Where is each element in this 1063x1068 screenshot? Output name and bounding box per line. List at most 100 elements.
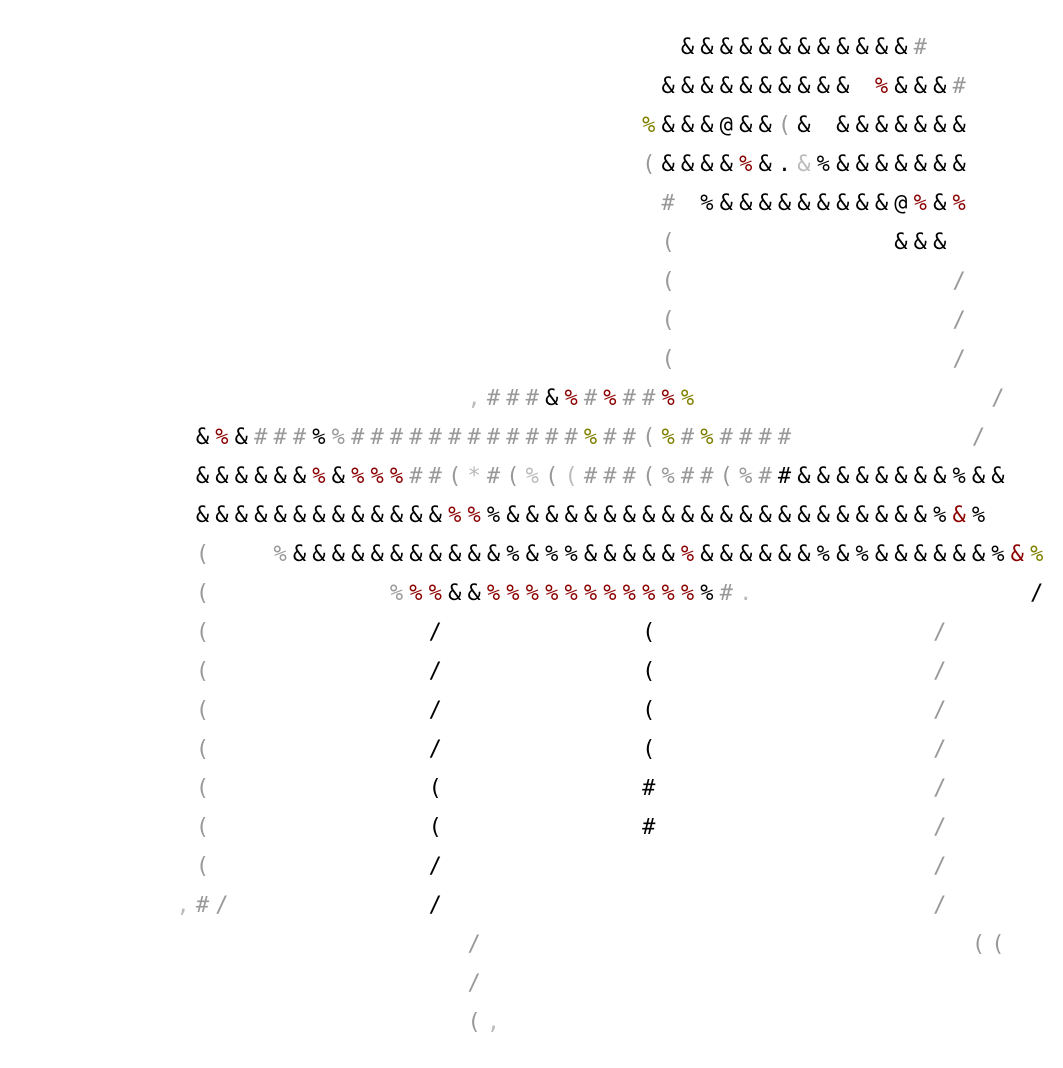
art-glyph: # (642, 776, 656, 801)
art-glyph: & (428, 542, 442, 567)
art-glyph: % (506, 581, 520, 606)
art-glyph: % (312, 464, 326, 489)
art-glyph: & (370, 542, 384, 567)
art-glyph: / (971, 425, 986, 450)
art-glyph: & (894, 230, 908, 255)
art-glyph: % (661, 581, 675, 606)
art-glyph: & (777, 542, 792, 567)
art-glyph: / (428, 698, 442, 723)
art-glyph: & (719, 35, 733, 60)
art-glyph: % (583, 425, 598, 450)
art-glyph: # (506, 425, 520, 450)
art-glyph: ( (661, 347, 675, 372)
art-glyph: & (855, 113, 869, 138)
art-glyph: & (894, 35, 908, 60)
art-glyph: % (351, 464, 365, 489)
art-glyph: % (680, 581, 695, 606)
art-glyph: % (816, 542, 830, 567)
art-glyph: % (409, 581, 423, 606)
art-glyph: / (933, 776, 947, 801)
art-glyph: & (234, 464, 248, 489)
art-glyph: & (409, 542, 423, 567)
art-glyph: & (836, 35, 850, 60)
art-glyph: & (583, 542, 598, 567)
art-glyph: & (700, 542, 714, 567)
art-glyph: ( (642, 737, 656, 762)
art-glyph: & (389, 503, 404, 528)
art-glyph: # (370, 425, 384, 450)
art-glyph: ( (642, 464, 656, 489)
art-glyph: & (894, 503, 908, 528)
art-glyph: & (1010, 542, 1024, 567)
art-glyph: % (603, 386, 617, 411)
art-glyph: & (855, 152, 869, 177)
art-glyph: & (700, 35, 714, 60)
art-glyph: / (428, 854, 442, 879)
art-glyph: & (836, 464, 850, 489)
art-glyph: # (389, 425, 404, 450)
art-glyph: # (622, 425, 636, 450)
art-glyph: ( (195, 737, 210, 762)
art-glyph: # (583, 464, 598, 489)
art-glyph: % (874, 74, 889, 99)
art-glyph: / (933, 620, 947, 645)
art-glyph: ( (661, 230, 675, 255)
art-glyph: % (486, 503, 501, 528)
art-glyph: & (564, 503, 578, 528)
art-glyph: & (254, 503, 268, 528)
art-glyph: % (933, 503, 947, 528)
art-glyph: ( (642, 659, 656, 684)
art-glyph: & (816, 191, 830, 216)
art-glyph: & (874, 35, 889, 60)
art-glyph: & (933, 152, 947, 177)
art-glyph: & (758, 503, 772, 528)
art-glyph: # (758, 425, 772, 450)
art-glyph: / (952, 269, 966, 294)
art-glyph: & (758, 35, 772, 60)
art-glyph: & (680, 35, 695, 60)
art-glyph: ( (777, 113, 792, 138)
art-glyph: & (661, 152, 675, 177)
art-glyph: % (739, 464, 753, 489)
art-glyph: & (952, 113, 966, 138)
art-glyph: % (331, 425, 345, 450)
art-glyph: & (933, 74, 947, 99)
art-glyph: % (389, 581, 404, 606)
art-glyph: % (389, 464, 404, 489)
art-glyph: & (234, 503, 248, 528)
art-glyph: % (370, 464, 384, 489)
art-glyph: & (292, 464, 307, 489)
art-glyph: ( (564, 464, 578, 489)
art-glyph: % (603, 581, 617, 606)
art-glyph: # (739, 425, 753, 450)
art-glyph: & (642, 542, 656, 567)
art-glyph: * (467, 464, 481, 489)
art-glyph: % (545, 581, 559, 606)
art-glyph: # (195, 893, 210, 918)
art-glyph: & (933, 464, 947, 489)
art-glyph: % (215, 425, 229, 450)
art-glyph: & (351, 542, 365, 567)
art-glyph: # (409, 425, 423, 450)
art-glyph: # (642, 386, 656, 411)
art-glyph: & (525, 542, 539, 567)
art-glyph: % (273, 542, 287, 567)
art-glyph: % (952, 464, 966, 489)
art-glyph: & (874, 191, 889, 216)
art-glyph: & (855, 503, 869, 528)
art-glyph: # (622, 386, 636, 411)
art-glyph: & (545, 386, 559, 411)
art-glyph: & (700, 503, 714, 528)
art-glyph: & (777, 191, 792, 216)
art-glyph: & (758, 191, 772, 216)
art-glyph: & (836, 503, 850, 528)
art-glyph: % (952, 191, 966, 216)
art-glyph: & (874, 113, 889, 138)
art-glyph: & (874, 464, 889, 489)
art-glyph: # (525, 425, 539, 450)
art-glyph: % (991, 542, 1005, 567)
art-glyph: & (312, 503, 326, 528)
art-glyph: % (312, 425, 326, 450)
art-glyph: % (816, 152, 830, 177)
art-glyph: & (913, 542, 927, 567)
